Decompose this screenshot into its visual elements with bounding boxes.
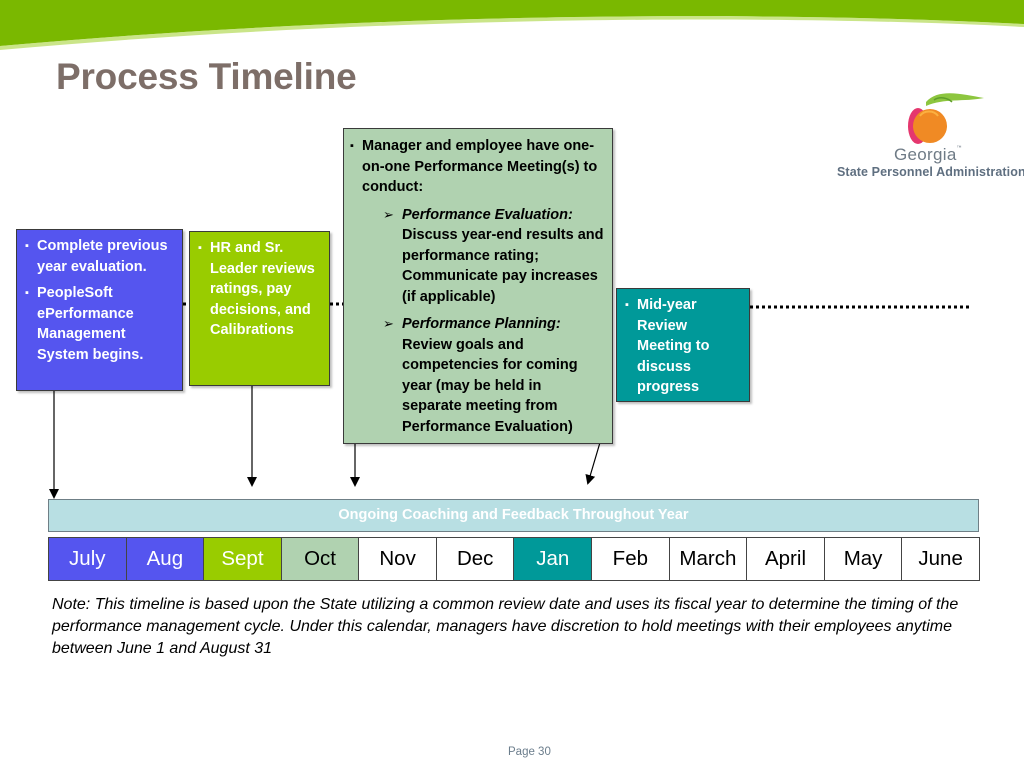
jan-item: Mid-year Review Meeting to discuss progr… [625,295,743,398]
month-cell: July [49,538,127,580]
oct-intro: Manager and employee have one-on-one Per… [350,136,604,198]
timeline-note: Note: This timeline is based upon the St… [52,596,959,657]
oct-subitem-evaluation: Performance Evaluation: Discuss year-end… [350,205,604,308]
month-cell: Jan [514,538,593,580]
month-cell: April [747,538,825,580]
oct-activity-box: Manager and employee have one-on-one Per… [343,128,613,444]
month-row: July Aug Sept Oct Nov Dec Jan Feb March … [48,537,980,581]
oct-subitem-planning: Performance Planning: Review goals and c… [350,314,604,437]
ongoing-coaching-bar: Ongoing Coaching and Feedback Throughout… [48,499,979,532]
logo-name: Georgia™ [894,145,962,164]
july-activity-box: Complete previous year evaluation. Peopl… [16,229,183,391]
sept-item: HR and Sr. Leader reviews ratings, pay d… [198,238,323,341]
month-cell: Oct [281,538,360,580]
month-cell: May [824,538,903,580]
oct-sub1-body: Discuss year-end results and performance… [402,227,604,305]
month-cell: March [669,538,748,580]
georgia-spa-logo: Georgia™ State Personnel Administration [832,92,1024,184]
july-item: Complete previous year evaluation. [25,236,176,277]
oct-sub1-head: Performance Evaluation: [402,206,573,223]
sept-activity-box: HR and Sr. Leader reviews ratings, pay d… [189,231,330,386]
oct-sub2-body: Review goals and competencies for coming… [402,336,578,435]
month-cell: Sept [204,538,282,580]
month-cell: Dec [436,538,515,580]
month-cell: Aug [126,538,205,580]
july-item: PeopleSoft ePerformance Management Syste… [25,283,176,365]
peach-icon [908,93,984,144]
logo-subtitle: State Personnel Administration [837,165,1024,179]
month-cell: Feb [592,538,670,580]
jan-activity-box: Mid-year Review Meeting to discuss progr… [616,288,750,402]
header-swoosh [0,0,1024,51]
page-number: Page 30 [508,746,551,758]
oct-sub2-head: Performance Planning: [402,316,561,332]
page-title: Process Timeline [56,56,357,97]
month-cell: Nov [359,538,437,580]
month-cell: June [902,538,979,580]
